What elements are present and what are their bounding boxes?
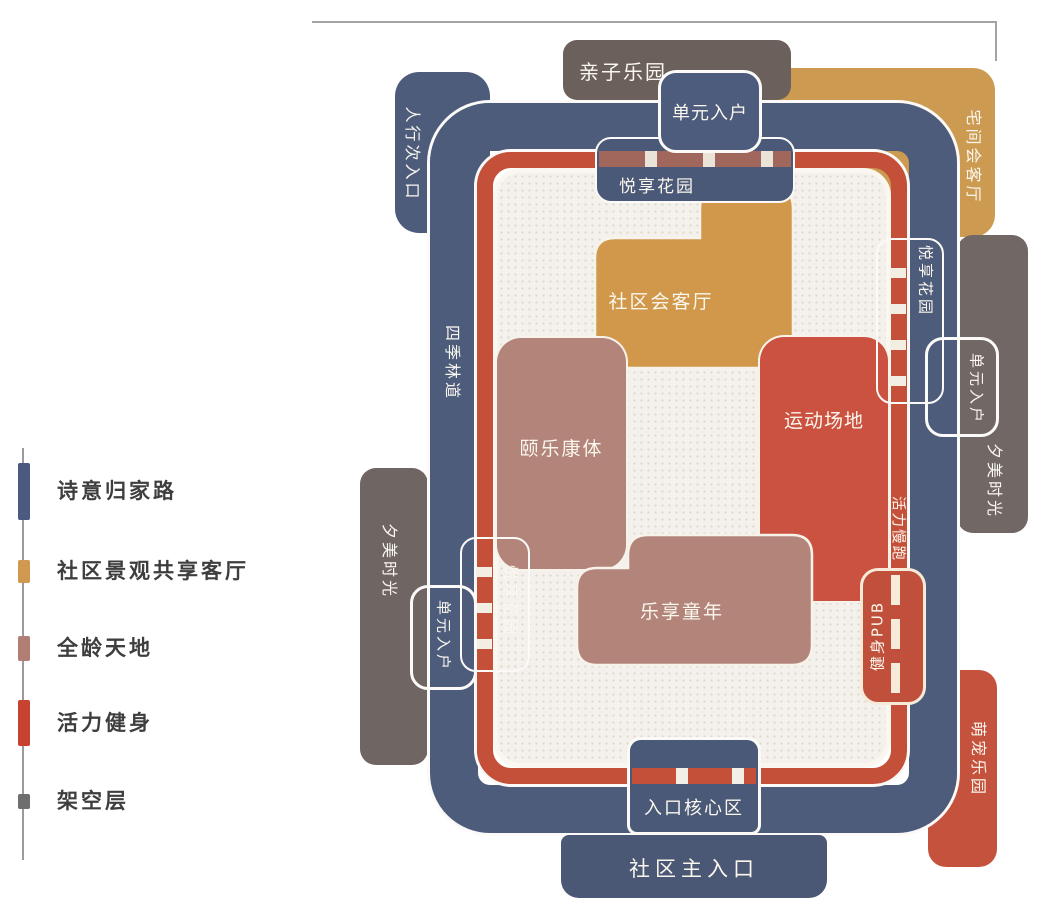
childhood-joy-block xyxy=(575,533,814,667)
legend-label-fitness: 活力健身 xyxy=(57,711,153,735)
pedestrian-entry-label: 人行次入口 xyxy=(403,106,422,202)
unit-entry-left-label: 单元入户 xyxy=(434,599,453,673)
main-entrance-label: 社区主入口 xyxy=(629,857,759,881)
courtyard-garden-left-label: 悦享花园 xyxy=(501,564,520,638)
legend-swatch-orange xyxy=(18,560,30,583)
unit-entry-top-label: 单元入户 xyxy=(672,102,748,124)
frame-line-vertical xyxy=(995,21,997,61)
legend-label-allage: 全龄天地 xyxy=(57,636,153,660)
courtyard-garden-top-label: 悦享花园 xyxy=(619,177,695,197)
courtyard-garden-right-box xyxy=(876,238,944,404)
legend-swatch-gray xyxy=(18,794,30,809)
unit-entry-top-box: 单元入户 xyxy=(658,70,762,153)
legend-label-road: 诗意归家路 xyxy=(57,479,177,503)
sunset-time-right-block xyxy=(957,235,1028,533)
fitness-pub-track-dashes xyxy=(891,575,900,698)
unit-entry-right-label: 单元入户 xyxy=(967,352,986,426)
crossing-dashes-left xyxy=(476,541,492,668)
unit-entry-right-box xyxy=(925,337,999,437)
four-season-path-label: 四季林道 xyxy=(443,324,462,402)
crossing-dashes-right xyxy=(890,242,906,400)
sports-field-label: 运动场地 xyxy=(783,410,864,432)
legend-swatch-blue xyxy=(18,463,30,520)
sunset-time-left-label: 夕美时光 xyxy=(380,522,399,600)
frame-line-horizontal xyxy=(312,21,997,23)
home-lounge-label: 宅间会客厅 xyxy=(964,109,983,205)
vitality-jogging-label: 活力慢跑 xyxy=(889,496,906,562)
fitness-pub-label: 健身PUB xyxy=(868,600,887,672)
legend-label-lounge: 社区景观共享客厅 xyxy=(57,559,249,583)
parent-child-park-label: 亲子乐园 xyxy=(579,59,667,84)
legend-swatch-red xyxy=(18,700,30,746)
legend-label-stilt: 架空层 xyxy=(57,789,129,813)
sunset-time-right-label: 夕美时光 xyxy=(985,442,1004,520)
wellness-zone-label: 颐乐康体 xyxy=(519,438,604,460)
main-entrance-block: 社区主入口 xyxy=(561,835,827,898)
crossing-dashes-top xyxy=(599,151,791,167)
wellness-zone-block xyxy=(497,338,626,569)
legend-swatch-mauve xyxy=(18,636,30,661)
unit-entry-left-box xyxy=(410,585,477,690)
crossing-dashes-bottom xyxy=(632,768,756,784)
sunset-time-left-block xyxy=(360,468,428,765)
entry-core-label: 入口核心区 xyxy=(644,798,744,819)
pet-park-label: 萌宠乐园 xyxy=(969,720,988,798)
courtyard-garden-right-label: 悦享花园 xyxy=(916,244,935,318)
fitness-pub-box xyxy=(860,568,926,705)
community-lounge-label: 社区会客厅 xyxy=(608,291,714,313)
childhood-joy-label: 乐享童年 xyxy=(639,601,724,623)
courtyard-garden-left-box xyxy=(460,537,530,672)
entry-core-box: 入口核心区 xyxy=(627,737,761,835)
